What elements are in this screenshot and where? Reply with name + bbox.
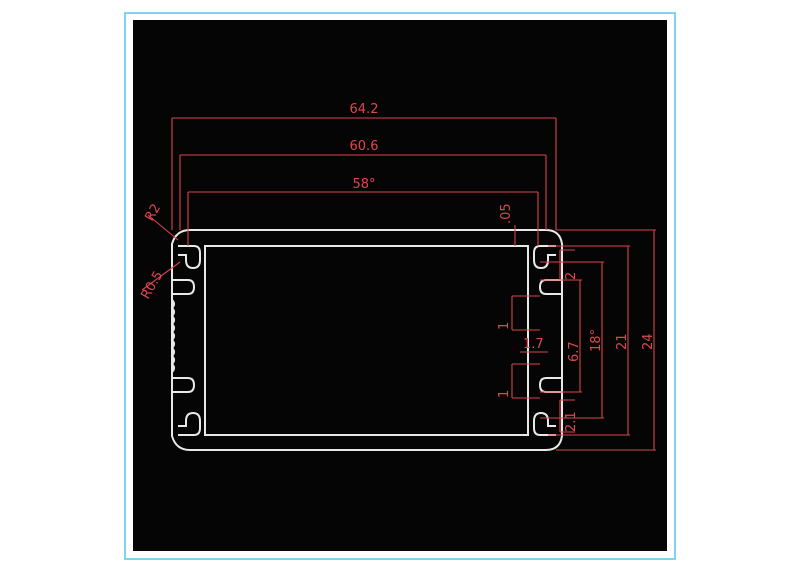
slot-width-label: 2.1	[564, 411, 579, 432]
radius-label: R2	[142, 202, 164, 224]
inner-pitch-label: 6.7	[567, 341, 582, 362]
inner-width-label: 60.6	[350, 139, 379, 154]
inner-height-label: 18°	[589, 329, 604, 352]
overall-width-label: 64.2	[350, 102, 379, 117]
rib-dimensions	[511, 225, 575, 433]
rib-thickness-lower-label: 1	[497, 390, 512, 398]
rib-spacing-label: 2	[564, 272, 579, 280]
rib-gap-label: 1.7	[523, 337, 544, 352]
top-dimensions	[171, 117, 557, 246]
drawing-canvas	[133, 20, 667, 551]
cavity-width-label: 58°	[352, 177, 375, 192]
enclosure-outline	[170, 229, 563, 451]
mid-height-label: 21	[615, 333, 630, 350]
left-leaders	[141, 214, 181, 291]
rib-thickness-upper-label: 1	[497, 322, 512, 330]
fillet-label: R0.5	[138, 269, 166, 302]
right-dimensions	[540, 229, 656, 451]
overall-height-label: 24	[641, 333, 656, 350]
slot-depth-label: .05	[499, 203, 514, 224]
